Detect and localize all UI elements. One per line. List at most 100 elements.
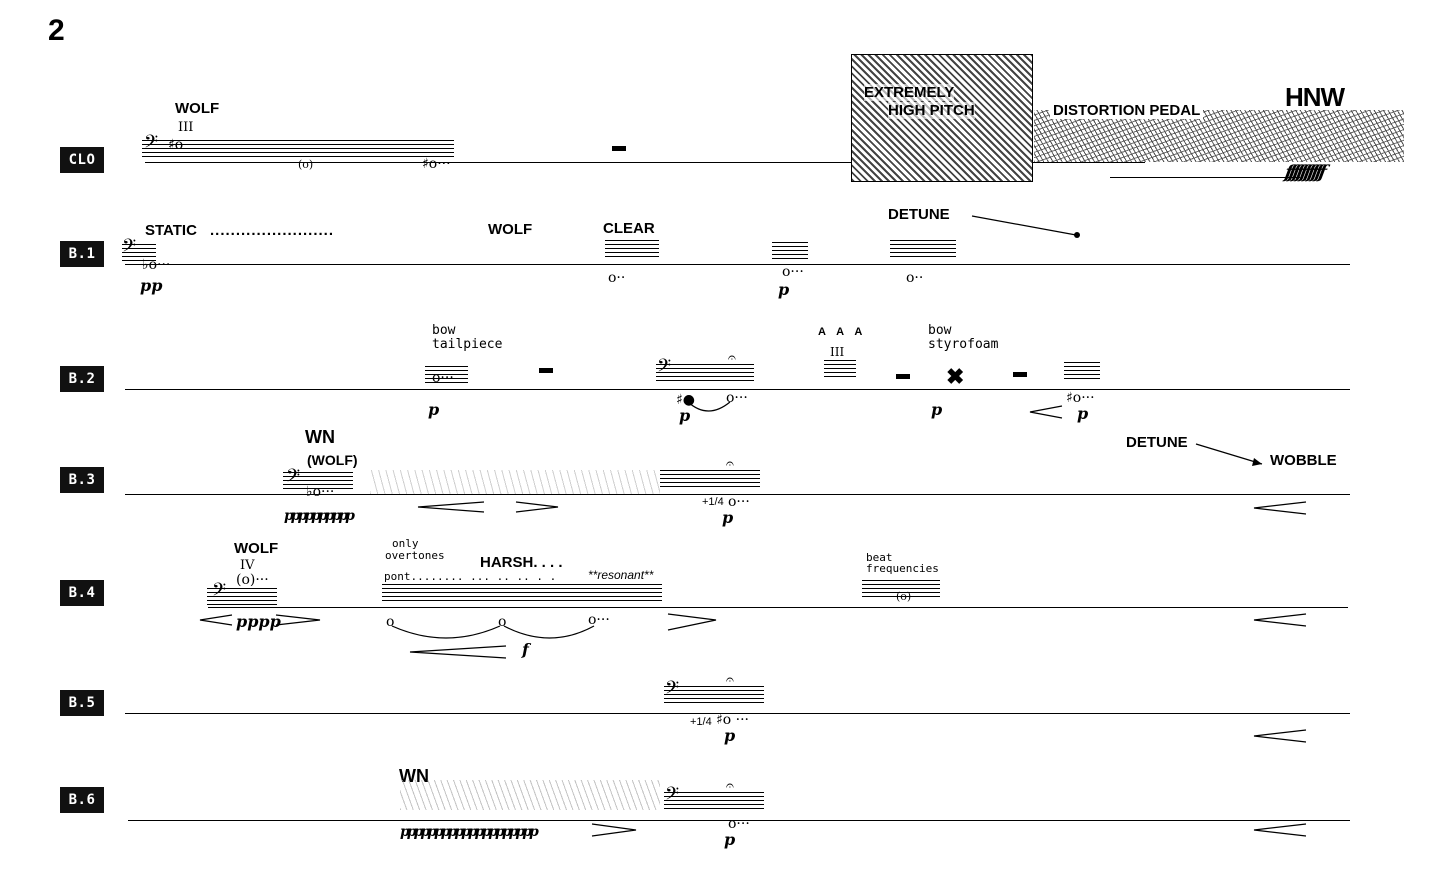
b4-pppp-dynamic: pppp [236, 612, 281, 631]
b1-detune-text: DETUNE [888, 206, 950, 223]
b4-harmonic-note-icon: (o)··· [236, 572, 269, 588]
staff-label-b4: B.4 [60, 580, 104, 606]
b3-note-2-icon: o··· [728, 494, 750, 510]
b4-pont-text: pont........ ... .. .. . . [384, 570, 557, 583]
b3-timeline [125, 494, 1350, 496]
b3-staff-1 [283, 472, 353, 492]
b2-rest-3-icon [1013, 372, 1027, 377]
b2-note-4-icon: ♯o··· [1066, 390, 1095, 406]
b1-note-icon: ♭o··· [142, 257, 171, 273]
staff-label-clo: CLO [60, 147, 104, 173]
b3-p-dynamic: p [722, 508, 734, 527]
b6-staff [664, 792, 764, 812]
b2-staff-4 [1064, 362, 1100, 382]
clo-distortion-text: DISTORTION PEDAL [1050, 102, 1204, 119]
b4-overtones-text: overtones [385, 549, 445, 562]
b2-accent-marks: A A A [818, 326, 867, 338]
b4-only-text: only [392, 537, 419, 550]
clo-wolf-text: WOLF [175, 100, 220, 117]
b3-detune-text: DETUNE [1126, 434, 1188, 451]
b1-bass-clef-icon: 𝄢 [122, 236, 137, 261]
b4-frequencies-text: frequencies [866, 562, 939, 575]
b5-bass-clef-icon: 𝄢 [665, 678, 680, 703]
b2-bow-2-text: bow [928, 323, 952, 338]
clo-string-number: III [178, 120, 194, 135]
b5-fermata-icon: 𝄐 [726, 672, 734, 688]
b4-wolf-text: WOLF [234, 540, 279, 557]
b1-staff-clear [605, 240, 659, 260]
b2-p-dynamic-3: p [931, 400, 943, 419]
b1-pp-dynamic: pp [140, 276, 163, 295]
b4-string-number: IV [240, 558, 255, 573]
b2-note-1-icon: o··· [432, 370, 454, 386]
b4-note-3-icon: o··· [588, 612, 610, 628]
page-number: 2 [48, 14, 65, 47]
b3-bass-clef-icon: 𝄢 [286, 466, 301, 491]
b6-timeline [128, 820, 1350, 822]
b4-note-4-icon: (o) [896, 590, 912, 603]
b3-ppp-dynamic: pppppppppp [284, 508, 355, 524]
b1-static-text: STATIC [145, 222, 197, 239]
b6-noise-band [400, 780, 660, 810]
b4-beat-text: beat [866, 551, 893, 564]
b1-staff [122, 244, 156, 264]
b3-noise-band [370, 470, 660, 494]
b4-staff-2 [382, 584, 662, 604]
b4-resonant-text: **resonant** [588, 568, 654, 582]
b5-quarter-tone-text: +1/4 [690, 716, 712, 728]
b3-wolf-text: (WOLF) [307, 452, 358, 468]
b6-p-dynamic: p [724, 830, 736, 849]
b3-wn-text: WN [305, 427, 335, 447]
b5-staff [664, 686, 764, 706]
b3-fermata-icon: 𝄐 [726, 456, 734, 472]
clo-note-icon: ♯o [168, 137, 184, 153]
b2-rest-1-icon [539, 368, 553, 373]
staff-label-b2: B.2 [60, 366, 104, 392]
clo-high-pitch-text: HIGH PITCH [888, 102, 975, 119]
b3-note-1-icon: ♭o··· [306, 484, 335, 500]
staff-label-b5: B.5 [60, 690, 104, 716]
b1-note-2-icon: o··· [782, 264, 804, 280]
b4-bass-clef-icon: 𝄢 [212, 580, 227, 605]
b4-timeline [208, 607, 1348, 609]
b3-staff-2 [660, 470, 760, 490]
b2-styrofoam-text: styrofoam [928, 337, 999, 352]
b4-note-1-icon: o [386, 614, 395, 630]
clo-rest-icon [612, 146, 626, 151]
b1-p-dynamic: p [778, 280, 790, 299]
b2-bass-clef-icon: 𝄢 [657, 356, 672, 381]
clo-staff [142, 140, 454, 160]
b2-staff-3 [824, 360, 856, 380]
b1-note-3-icon: o·· [906, 270, 924, 286]
clo-crescendo-line [1110, 177, 1300, 179]
b2-string-number: III [830, 345, 845, 359]
b2-timeline [125, 389, 1350, 391]
b5-timeline [125, 713, 1350, 715]
b6-bass-clef-icon: 𝄢 [665, 784, 680, 809]
b1-staff-2 [772, 242, 808, 262]
clo-extremely-text: EXTREMELY [864, 84, 955, 101]
clo-note-trill-icon: ♯o··· [422, 156, 451, 172]
b3-wobble-text: WOBBLE [1270, 452, 1337, 469]
b1-clear-text: CLEAR [603, 220, 655, 237]
b2-bow-text: bow [432, 323, 456, 338]
b4-staff-1 [207, 588, 277, 608]
b1-wolf-text: WOLF [488, 221, 533, 238]
clo-harmonic-icon: (o) [298, 158, 314, 171]
staff-label-b3: B.3 [60, 467, 104, 493]
b6-fermata-icon: 𝄐 [726, 778, 734, 794]
b1-note-clear-icon: o·· [608, 270, 626, 286]
b2-tailpiece-text: tailpiece [432, 337, 503, 352]
b1-timeline [125, 264, 1350, 266]
b6-ppp-dynamic: pppppppppppppppppppp [400, 824, 539, 840]
b2-x-notehead-icon: ✖ [946, 364, 965, 389]
b2-staff-1 [425, 366, 468, 386]
b5-p-dynamic: p [724, 726, 736, 745]
b3-quarter-tone-text: +1/4 [702, 496, 724, 508]
